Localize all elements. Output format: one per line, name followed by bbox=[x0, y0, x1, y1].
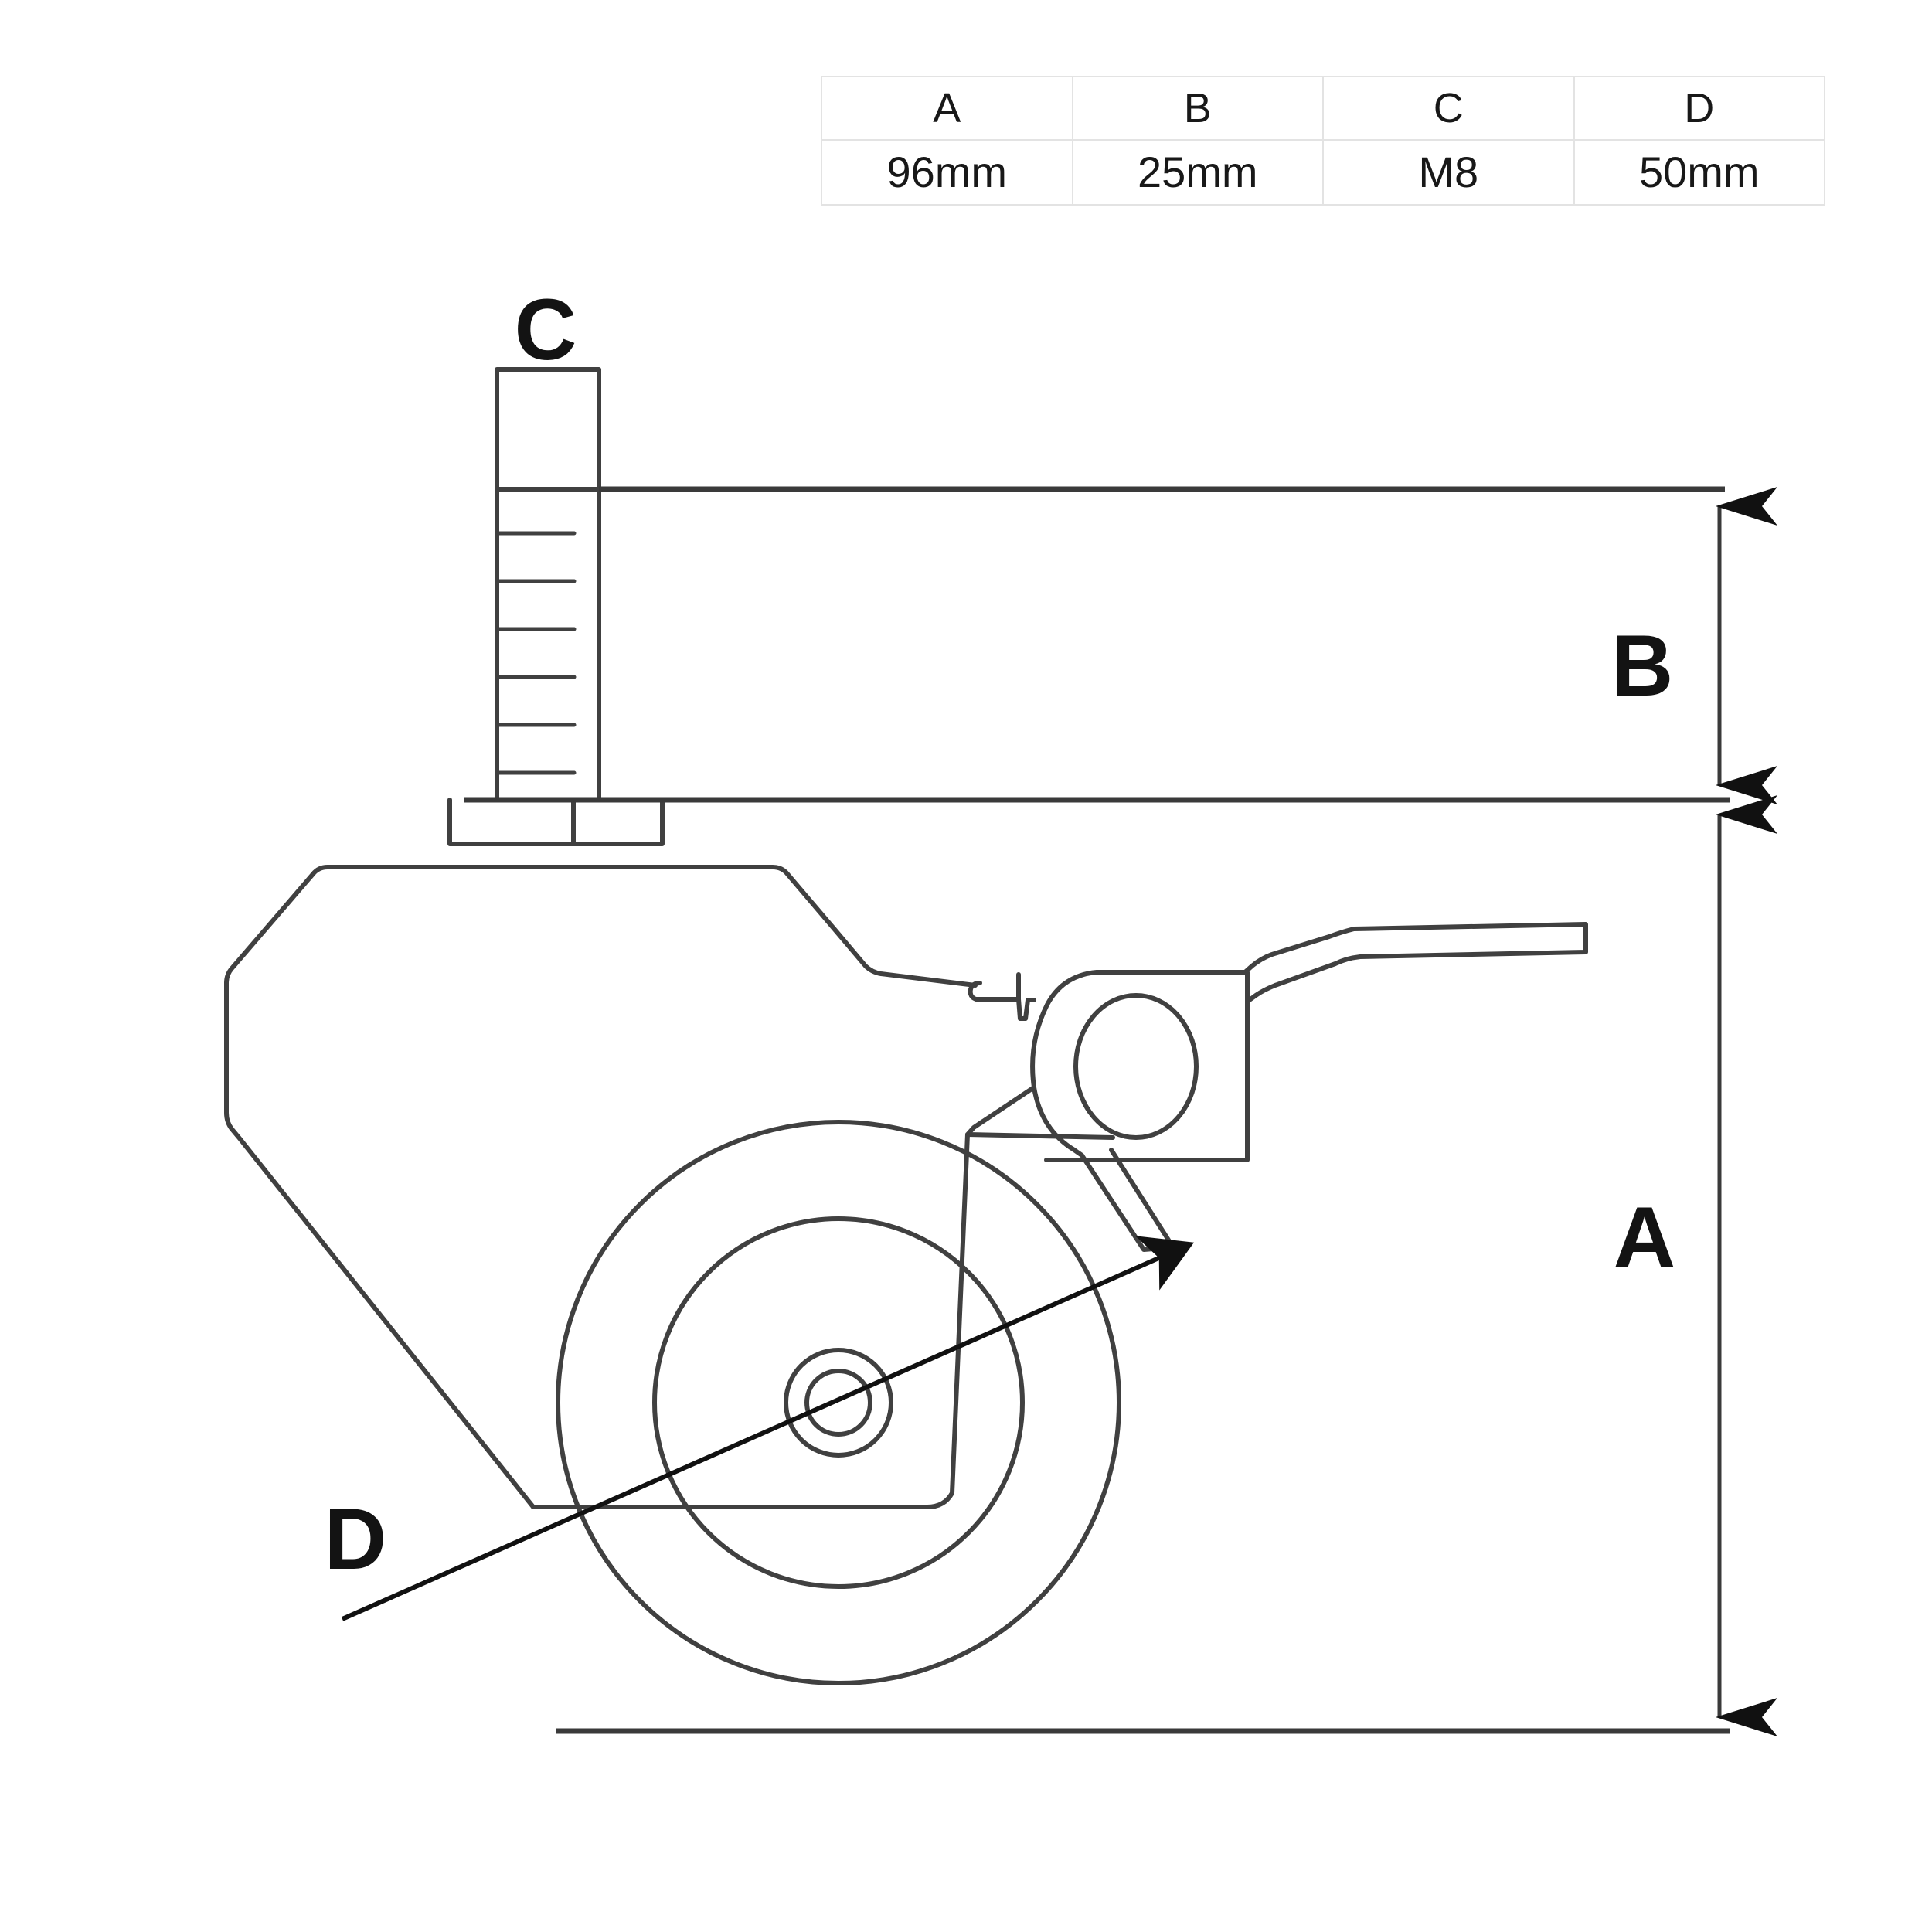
threaded-stem bbox=[495, 367, 601, 802]
spec-header-a: A bbox=[821, 76, 1073, 141]
brake-bracket bbox=[965, 970, 1250, 1162]
brake-boss-outer-contour bbox=[1030, 970, 1162, 1158]
wheel-axle-bore-circle bbox=[804, 1369, 872, 1437]
brake-pivot-boss-circle bbox=[1073, 993, 1199, 1140]
spec-table: A B C D 96mm 25mm M8 50mm bbox=[821, 76, 1825, 206]
fork-left-profile bbox=[224, 865, 536, 1509]
spec-table-header-row: A B C D bbox=[821, 76, 1825, 141]
wheel-hub-outer-circle bbox=[784, 1348, 893, 1458]
dimension-b-label: B bbox=[1611, 617, 1674, 714]
caster-geometry bbox=[224, 367, 1588, 1685]
spec-table-container: A B C D 96mm 25mm M8 50mm bbox=[821, 76, 1825, 206]
dimension-a-label: A bbox=[1614, 1189, 1676, 1286]
fork-leg-top-closure bbox=[965, 1132, 1115, 1140]
brake-pad-tongue bbox=[968, 972, 1036, 1021]
brake-bracket-box bbox=[1044, 970, 1250, 1162]
washer-outline bbox=[447, 798, 665, 846]
brake-shoe-arm-outline bbox=[1080, 1148, 1175, 1252]
brake-lever-handle bbox=[1242, 922, 1588, 1004]
caster-fork-body bbox=[224, 865, 978, 1509]
spec-header-c: C bbox=[1322, 76, 1575, 141]
fork-lower-legs bbox=[531, 1132, 1115, 1509]
wheel-outer-circle bbox=[556, 1120, 1121, 1685]
brake-lever-outline bbox=[1242, 922, 1588, 1004]
stem-thread-lines bbox=[495, 531, 577, 775]
spec-value-d: 50mm bbox=[1573, 139, 1825, 206]
caster-wheel bbox=[556, 1120, 1121, 1685]
spec-value-b: 25mm bbox=[1071, 139, 1324, 206]
stem-washer-plate bbox=[447, 798, 665, 846]
dimension-d-label: D bbox=[325, 1491, 387, 1587]
dimension-d: D bbox=[325, 1236, 1195, 1621]
spec-value-a: 96mm bbox=[821, 139, 1073, 206]
wheel-tread-inner-circle bbox=[652, 1216, 1025, 1589]
spec-table-value-row: 96mm 25mm M8 50mm bbox=[821, 139, 1825, 206]
dimension-a: A bbox=[1614, 795, 1777, 1736]
spec-value-c: M8 bbox=[1322, 139, 1575, 206]
brake-bracket-lower-flange bbox=[965, 1085, 1036, 1137]
fork-leg-inner-profile bbox=[531, 1132, 970, 1509]
dimension-b: B bbox=[1611, 487, 1777, 804]
spec-header-d: D bbox=[1573, 76, 1825, 141]
stem-outline bbox=[495, 367, 601, 802]
dimension-c: C bbox=[515, 281, 577, 378]
dimension-c-label: C bbox=[515, 281, 577, 378]
brake-pad-nose-outline bbox=[968, 981, 1036, 1021]
fork-top-and-right-profile bbox=[349, 865, 978, 988]
dimension-extension-lines bbox=[464, 486, 1730, 1734]
spec-header-b: B bbox=[1071, 76, 1324, 141]
brake-shoe-arm bbox=[1080, 1148, 1175, 1252]
dimension-d-diameter-line bbox=[341, 1236, 1195, 1621]
